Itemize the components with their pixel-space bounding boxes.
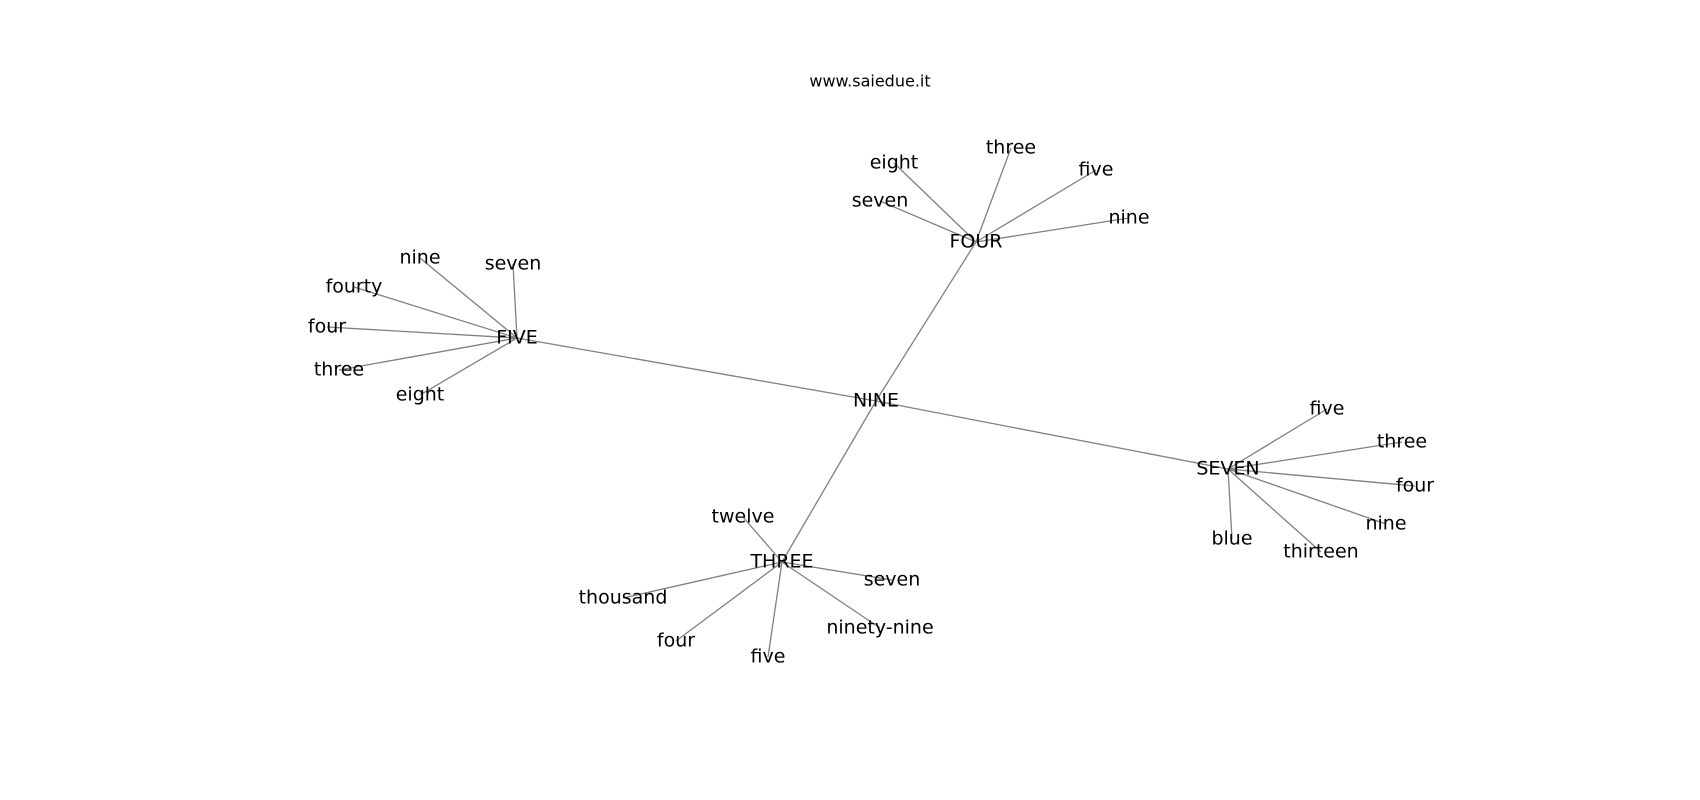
node-three-four: four [657, 630, 695, 652]
node-three-twelve: twelve [712, 506, 775, 528]
node-three-seven: seven [864, 569, 921, 591]
node-seven-blue: blue [1211, 528, 1252, 550]
node-seven-five: five [1310, 398, 1345, 420]
edge-five-five-nine [419, 257, 518, 339]
edge-nine-seven [875, 400, 1229, 470]
edge-three-three-thousand [622, 561, 783, 599]
node-three-five: five [751, 646, 786, 668]
edge-three-three-five [767, 561, 783, 658]
node-five-seven: seven [485, 253, 542, 275]
edge-seven-seven-five [1227, 408, 1328, 470]
node-four-five: five [1079, 159, 1114, 181]
node-three-ninety-nine: ninety-nine [826, 617, 933, 639]
edge-five-five-eight [419, 337, 518, 396]
node-seven-thirteen: thirteen [1283, 541, 1358, 563]
node-five-eight: eight [396, 384, 445, 406]
edge-five-five-four [326, 326, 518, 339]
edge-nine-five [516, 337, 877, 402]
node-seven: SEVEN [1196, 458, 1259, 480]
nodes-layer: NINE FOUR FIVE SEVEN THREE eight three five seve… [308, 137, 1434, 668]
node-five-four: four [308, 316, 346, 338]
edge-four-four-nine [975, 217, 1130, 243]
node-five-fourty: fourty [326, 276, 383, 298]
edge-three-three-twelve [742, 516, 783, 563]
node-four-eight: eight [870, 152, 919, 174]
edge-seven-seven-four [1227, 468, 1416, 487]
node-four-seven: seven [852, 190, 909, 212]
watermark-text: www.saiedue.it [809, 72, 930, 91]
node-four-three: three [986, 137, 1036, 159]
node-nine: NINE [853, 390, 899, 412]
node-seven-three: three [1377, 431, 1427, 453]
node-five: FIVE [496, 327, 538, 349]
edge-four-four-five [975, 169, 1097, 243]
node-three-thousand: thousand [579, 587, 668, 609]
edge-nine-three [781, 400, 877, 563]
edge-five-five-fourty [353, 286, 518, 339]
node-five-three: three [314, 359, 364, 381]
edge-three-three-four [675, 561, 783, 642]
edge-five-five-seven [512, 263, 518, 339]
edge-three-three-ninety-nine [781, 561, 881, 629]
edges-layer [326, 147, 1416, 658]
edge-four-four-three [975, 147, 1012, 243]
node-four: FOUR [950, 231, 1003, 253]
edge-seven-seven-three [1227, 441, 1403, 470]
edge-three-three-seven [781, 561, 893, 581]
edge-seven-seven-blue [1227, 468, 1233, 540]
node-seven-four: four [1396, 475, 1434, 497]
node-four-nine: nine [1108, 207, 1149, 229]
edge-seven-seven-nine [1227, 468, 1387, 525]
node-three: THREE [749, 551, 813, 573]
edge-four-four-seven [879, 200, 977, 243]
edge-nine-four [875, 241, 977, 402]
node-five-nine: nine [399, 247, 440, 269]
node-seven-nine: nine [1365, 513, 1406, 535]
edge-five-five-three [338, 337, 518, 371]
edge-seven-seven-thirteen [1227, 468, 1322, 553]
edge-four-four-eight [893, 162, 977, 243]
